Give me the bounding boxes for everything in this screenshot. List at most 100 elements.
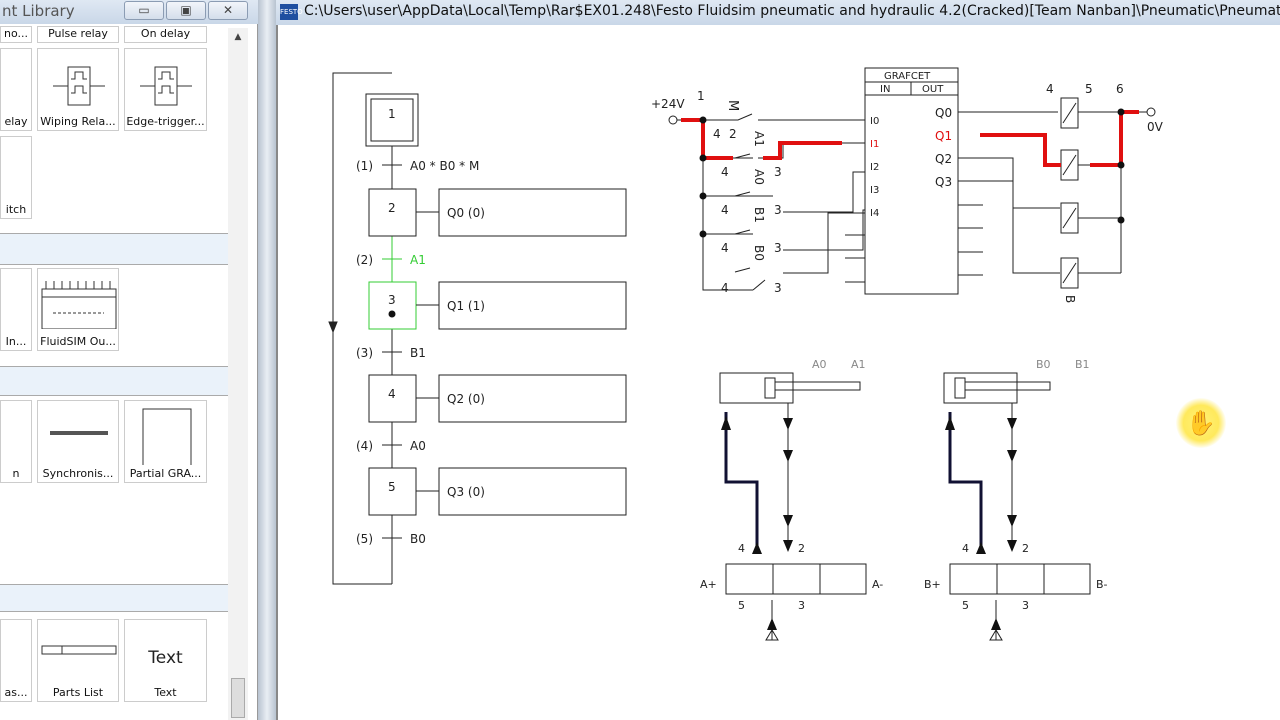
svg-text:OUT: OUT [922,84,944,95]
action-box-q2[interactable] [438,374,627,423]
sensor-label: A0 [812,358,827,371]
switch-tag: B1 [752,207,766,223]
splitter[interactable] [258,0,276,720]
transition-condition: A0 [410,439,426,453]
electrical-circuit [668,67,1156,295]
window-title: C:\Users\user\AppData\Local\Temp\Rar$EX0… [304,3,1280,19]
svg-text:4: 4 [721,281,729,295]
action-label: Q0 (0) [447,206,485,220]
library-section-header[interactable] [0,584,228,612]
library-tile-relay[interactable]: elay [0,48,32,131]
component-library-panel: nt Library ▭ ▣ ✕ no... Pulse relay On de… [0,0,258,720]
sensor-label: B0 [1036,358,1051,371]
library-tile-fluidsim-in[interactable]: In... [0,268,32,351]
transition-id: (1) [356,159,373,173]
switch-tag: A0 [752,169,766,185]
svg-text:A-: A- [872,578,883,591]
svg-text:3: 3 [774,281,782,295]
pneumatic-circuit [719,372,1091,641]
library-section-header[interactable] [0,366,228,396]
svg-text:3: 3 [798,599,805,612]
solenoid-coil [1060,97,1079,129]
grafcet-step-5[interactable] [368,467,417,516]
library-tile[interactable]: as... [0,619,32,702]
library-tile-wiping-relay[interactable]: Wiping Rela... [37,48,119,131]
grafcet-step-4[interactable] [368,374,417,423]
output-label: Q1 [935,129,952,143]
svg-text:4: 4 [738,542,745,555]
library-tile-parts-list[interactable]: Parts List [37,619,119,702]
library-tile[interactable]: no... [0,26,32,43]
svg-text:A+: A+ [700,578,717,591]
step-number: 3 [388,293,396,307]
library-tile-edge-triggered[interactable]: Edge-trigger... [124,48,207,131]
library-tile-on-delay[interactable]: On delay [124,26,207,43]
svg-text:2: 2 [1022,542,1029,555]
scroll-up-icon[interactable]: ▲ [234,32,242,42]
transition-condition: B0 [410,532,426,546]
close-button[interactable]: ✕ [208,1,248,20]
action-label: Q1 (1) [447,299,485,313]
flow-arrows [721,416,1017,630]
block-title: GRAFCET [884,71,931,82]
partial-grafcet-icon [142,408,192,465]
input-label: I2 [870,162,879,173]
svg-text:4: 4 [721,203,729,217]
library-tile-text[interactable]: Text Text [124,619,207,702]
output-label: Q2 [935,152,952,166]
transition-condition: A1 [410,253,426,267]
step-number: 2 [388,201,396,215]
svg-text:3: 3 [1022,599,1029,612]
library-tile-pulse-relay[interactable]: Pulse relay [37,26,119,43]
transition-id: (5) [356,532,373,546]
sensor-label: A1 [851,358,866,371]
cylinder-b [943,372,1051,404]
solenoid-coil [1060,202,1079,234]
library-tile[interactable]: n [0,400,32,483]
library-tile-synchronisation[interactable]: Synchronis... [37,400,119,483]
step-number: 5 [388,480,396,494]
transition-condition: B1 [410,346,426,360]
library-section-header[interactable] [0,233,228,265]
svg-text:B+: B+ [924,578,941,591]
maximize-button[interactable]: ▣ [166,1,206,20]
text-preview: Text [148,648,183,668]
svg-text:3: 3 [774,165,782,179]
svg-text:5: 5 [738,599,745,612]
grafcet-step-1[interactable] [365,93,419,147]
input-label: I4 [870,208,879,219]
minimize-button[interactable]: ▭ [124,1,164,20]
grafcet-block[interactable] [864,67,959,295]
svg-text:4: 4 [721,165,729,179]
valve-a[interactable] [725,563,867,595]
sensor-label: B1 [1075,358,1090,371]
input-label: I3 [870,185,879,196]
action-box-q1[interactable] [438,281,627,330]
input-label: I1 [870,139,879,150]
coil-label: B [1063,295,1077,303]
action-label: Q3 (0) [447,485,485,499]
svg-text:5: 5 [962,599,969,612]
active-token-icon [388,310,396,318]
junction-dots [699,108,1125,238]
supply-terminal [668,115,678,125]
transition-condition: A0 * B0 * M [410,159,479,173]
action-box-q3[interactable] [438,467,627,516]
svg-text:IN: IN [880,84,890,95]
scrollbar-thumb[interactable] [231,678,245,718]
action-box-q0[interactable] [438,188,627,237]
grafcet-step-2[interactable] [368,188,417,237]
switch-tag: B0 [752,245,766,261]
library-tile-switch[interactable]: itch [0,136,32,219]
library-scrollbar[interactable]: ▲ [228,28,248,720]
transition-id: (3) [356,346,373,360]
switch-tag: M [725,100,740,111]
action-label: Q2 (0) [447,392,485,406]
valve-b[interactable] [949,563,1091,595]
library-title-bar: nt Library ▭ ▣ ✕ [0,0,258,24]
node-label: 1 [697,89,705,103]
library-tile-partial-grafcet[interactable]: Partial GRA... [124,400,207,483]
step-number: 1 [388,107,396,121]
library-tile-fluidsim-out[interactable]: FluidSIM Ou... [37,268,119,351]
